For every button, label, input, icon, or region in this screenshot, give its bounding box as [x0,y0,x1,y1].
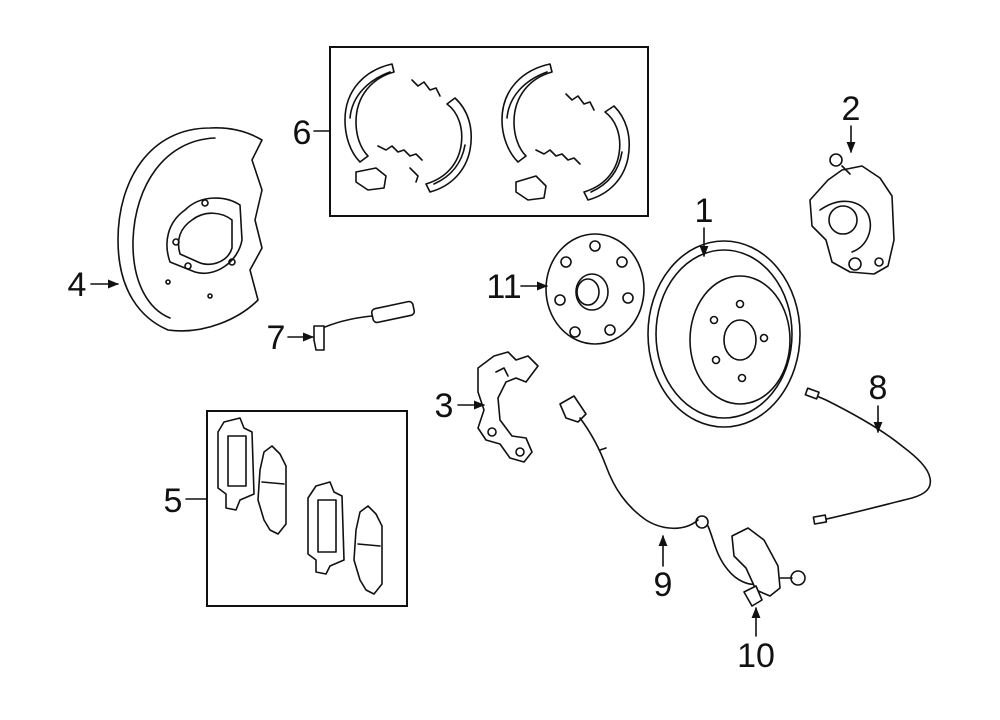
callout-11: 11 [486,268,521,306]
callout-10: 10 [737,637,775,675]
abs-sensor [559,395,759,586]
callout-8: 8 [869,369,888,407]
callout-2: 2 [842,90,861,128]
callout-5: 5 [164,482,183,520]
callout-9: 9 [654,566,673,604]
hub-spacer [545,233,645,345]
callout-1: 1 [695,192,714,230]
leader-lines [90,125,883,637]
brake-pads-box [206,410,408,607]
dust-shield [117,127,263,332]
callout-7: 7 [267,319,286,357]
brake-line [804,387,932,525]
callout-6: 6 [293,114,312,152]
brake-rotor [647,240,801,428]
callout-4: 4 [68,266,87,304]
brake-pads [217,417,383,595]
brake-caliper [809,153,895,275]
wear-sensor [313,300,416,351]
caliper-bracket [477,351,539,463]
callout-3: 3 [435,387,454,425]
sensor-bracket [731,527,806,607]
parking-brake-shoes [344,63,630,201]
